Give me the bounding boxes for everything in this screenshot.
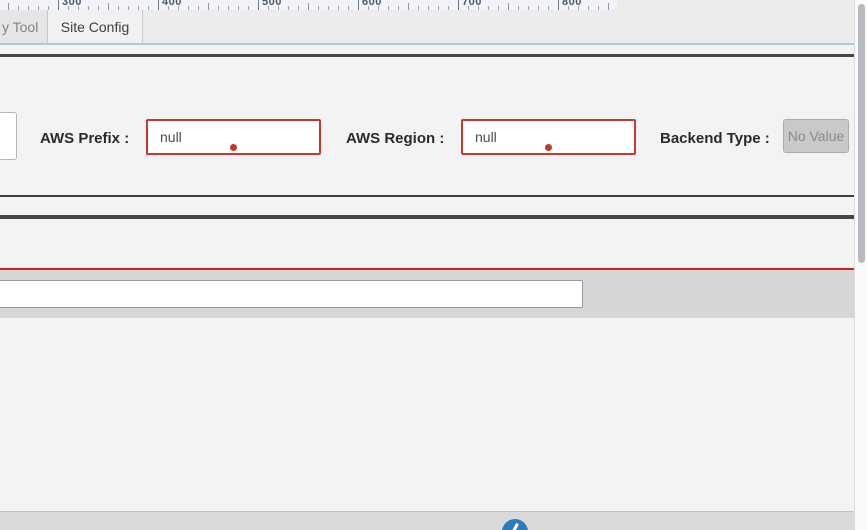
ruler-label: 800	[562, 0, 582, 8]
red-divider	[0, 268, 854, 270]
input-band	[0, 270, 854, 318]
ruler-label: 600	[362, 0, 382, 8]
active-tab-underline	[0, 43, 854, 45]
validation-dot-icon	[544, 144, 552, 151]
horizontal-ruler: 300 400 500 600 700 800	[0, 0, 617, 10]
backend-type-value: No Value	[787, 128, 845, 144]
panel-divider-top	[0, 54, 854, 57]
wide-text-input[interactable]	[0, 280, 583, 308]
aws-region-input[interactable]	[461, 119, 636, 155]
aws-prefix-input[interactable]	[146, 119, 321, 155]
tab-site-config[interactable]: Site Config	[48, 10, 143, 43]
bottom-status-bar	[0, 511, 854, 530]
ruler-label: 700	[462, 0, 482, 8]
vertical-scrollbar[interactable]	[854, 0, 867, 530]
aws-prefix-label: AWS Prefix :	[40, 129, 130, 147]
ruler-label: 300	[62, 0, 82, 8]
config-form-row: AWS Prefix : AWS Region : Backend Type :…	[0, 110, 854, 170]
info-icon-glyph	[512, 522, 519, 530]
aws-prefix-field-wrap	[146, 119, 321, 155]
ruler-label: 500	[262, 0, 282, 8]
section-divider-1	[0, 195, 854, 197]
backend-type-value-box[interactable]: No Value	[783, 119, 849, 153]
clipped-left-input[interactable]	[0, 112, 17, 160]
aws-region-label: AWS Region :	[346, 129, 445, 147]
section-divider-2	[0, 215, 854, 219]
tab-site-config-label: Site Config	[60, 18, 130, 35]
info-icon[interactable]	[502, 519, 528, 530]
validation-dot-icon	[229, 144, 237, 151]
aws-region-field-wrap	[461, 119, 636, 155]
backend-type-label: Backend Type :	[660, 129, 770, 147]
scrollbar-thumb[interactable]	[858, 4, 865, 263]
ruler-label: 400	[162, 0, 182, 8]
top-strip: 300 400 500 600 700 800 y Tool Site Config	[0, 0, 854, 43]
tab-tool[interactable]: y Tool	[0, 10, 48, 43]
tab-bar: y Tool Site Config	[0, 10, 854, 43]
tab-tool-label: y Tool	[2, 18, 39, 35]
